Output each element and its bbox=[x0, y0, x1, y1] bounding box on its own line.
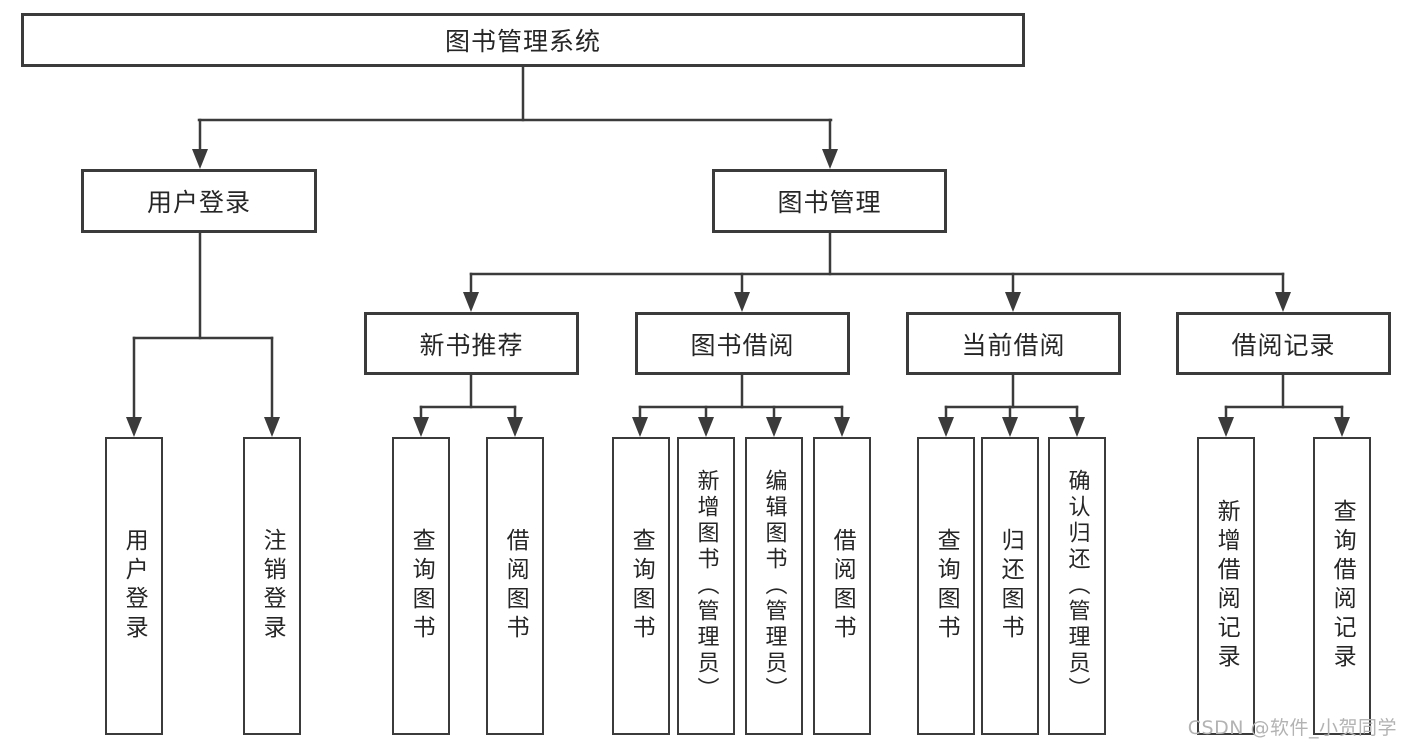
csdn-watermark: CSDN @软件_小贺同学 bbox=[1187, 717, 1397, 739]
leaf-logout: 注销登录 bbox=[243, 437, 301, 735]
leaf-label: 新增图书（管理员） bbox=[693, 469, 719, 703]
module-new-book-recommend: 新书推荐 bbox=[364, 312, 579, 375]
branch-book-management: 图书管理 bbox=[712, 169, 947, 233]
leaf-user-login: 用户登录 bbox=[105, 437, 163, 735]
leaf-label: 用户登录 bbox=[121, 528, 148, 644]
leaf-borrow-books: 借阅图书 bbox=[813, 437, 871, 735]
leaf-recommend-query-books: 查询图书 bbox=[392, 437, 450, 735]
leaf-label: 新增借阅记录 bbox=[1213, 499, 1240, 673]
leaf-borrow-query-books: 查询图书 bbox=[612, 437, 670, 735]
module-label: 图书借阅 bbox=[690, 330, 795, 360]
root-node-label: 图书管理系统 bbox=[444, 27, 601, 56]
leaf-label: 查询图书 bbox=[408, 528, 435, 644]
module-label: 新书推荐 bbox=[419, 330, 524, 360]
leaf-recommend-borrow-books: 借阅图书 bbox=[486, 437, 544, 735]
branch-user-login: 用户登录 bbox=[81, 169, 317, 233]
module-label: 借阅记录 bbox=[1231, 330, 1336, 360]
leaf-current-query-books: 查询图书 bbox=[917, 437, 975, 735]
leaf-add-borrow-record: 新增借阅记录 bbox=[1197, 437, 1255, 735]
leaf-label: 借阅图书 bbox=[502, 528, 529, 644]
branch-book-management-label: 图书管理 bbox=[777, 188, 882, 217]
leaf-return-books: 归还图书 bbox=[981, 437, 1039, 735]
leaf-label: 注销登录 bbox=[259, 528, 286, 644]
leaf-label: 查询图书 bbox=[933, 528, 960, 644]
leaf-label: 确认归还（管理员） bbox=[1064, 469, 1090, 703]
leaf-query-borrow-record: 查询借阅记录 bbox=[1313, 437, 1371, 735]
leaf-label: 查询图书 bbox=[628, 528, 655, 644]
leaf-edit-books-admin: 编辑图书（管理员） bbox=[745, 437, 803, 735]
leaf-label: 借阅图书 bbox=[829, 528, 856, 644]
leaf-label: 查询借阅记录 bbox=[1329, 499, 1356, 673]
module-label: 当前借阅 bbox=[961, 330, 1066, 360]
module-current-borrow: 当前借阅 bbox=[906, 312, 1121, 375]
branch-user-login-label: 用户登录 bbox=[146, 188, 251, 217]
root-node-library-system: 图书管理系统 bbox=[21, 13, 1025, 67]
leaf-label: 归还图书 bbox=[997, 528, 1024, 644]
leaf-label: 编辑图书（管理员） bbox=[761, 469, 787, 703]
module-borrow-records: 借阅记录 bbox=[1176, 312, 1391, 375]
leaf-confirm-return-admin: 确认归还（管理员） bbox=[1048, 437, 1106, 735]
module-book-borrow: 图书借阅 bbox=[635, 312, 850, 375]
leaf-add-books-admin: 新增图书（管理员） bbox=[677, 437, 735, 735]
